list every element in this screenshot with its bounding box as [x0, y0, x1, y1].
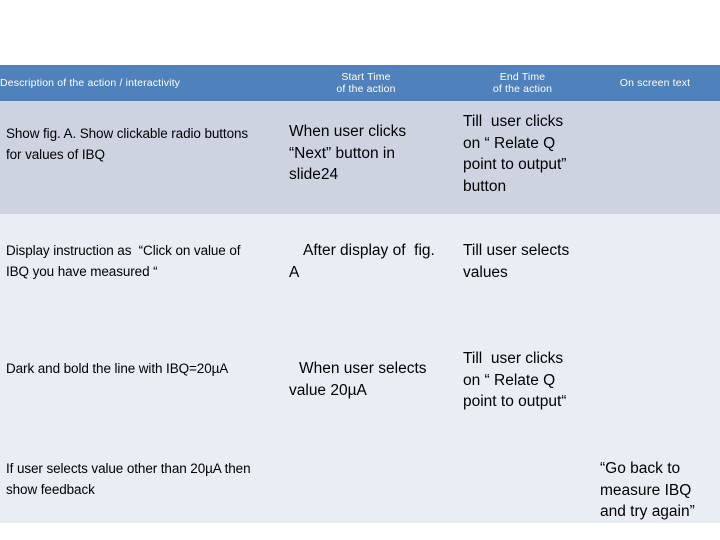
cell-description: Show fig. A. Show clickable radio button…: [0, 101, 277, 214]
cell-end-time: Till user selects values: [455, 214, 590, 332]
cell-description: Dark and bold the line with IBQ=20µA: [0, 332, 277, 436]
column-header-on-screen-text: On screen text: [590, 65, 720, 101]
storyboard-table-wrapper: Description of the action / interactivit…: [0, 65, 720, 523]
cell-end-time-text: Till user selects values: [463, 242, 574, 281]
cell-end-time-text: Till user clicks on “ Relate Q point to …: [463, 350, 568, 410]
cell-description-text: Show fig. A. Show clickable radio button…: [6, 126, 252, 162]
cell-on-screen-text: [590, 101, 720, 214]
table-header-row: Description of the action / interactivit…: [0, 65, 720, 101]
cell-start-time: When user selects value 20µA: [277, 332, 455, 436]
column-header-description: Description of the action / interactivit…: [0, 65, 277, 101]
cell-start-time: After display of fig. A: [277, 214, 455, 332]
table-row: Show fig. A. Show clickable radio button…: [0, 101, 720, 214]
column-header-start-time-line1: Start Time: [341, 70, 391, 83]
cell-on-screen-text: [590, 214, 720, 332]
column-header-start-time-line2: of the action: [336, 83, 396, 95]
cell-on-screen-text: “Go back to measure IBQ and try again”: [590, 436, 720, 523]
cell-description-text: Display instruction as “Click on value o…: [6, 243, 245, 279]
table-row: Dark and bold the line with IBQ=20µA Whe…: [0, 332, 720, 436]
storyboard-table: Description of the action / interactivit…: [0, 65, 720, 523]
column-header-end-time-line1: End Time: [499, 70, 546, 83]
cell-end-time-text: Till user clicks on “ Relate Q point to …: [463, 113, 571, 195]
cell-description: If user selects value other than 20µA th…: [0, 436, 277, 523]
column-header-on-screen-text-line1: On screen text: [619, 76, 691, 89]
column-header-end-time: End Time of the action: [455, 65, 590, 101]
table-row: If user selects value other than 20µA th…: [0, 436, 720, 523]
cell-on-screen-text: [590, 332, 720, 436]
table-header: Description of the action / interactivit…: [0, 65, 720, 101]
cell-start-time-text: When user selects value 20µA: [289, 360, 431, 399]
cell-start-time-text: When user clicks “Next” button in slide2…: [289, 123, 411, 183]
cell-start-time-text: After display of fig. A: [289, 242, 439, 281]
cell-end-time: Till user clicks on “ Relate Q point to …: [455, 332, 590, 436]
cell-end-time: Till user clicks on “ Relate Q point to …: [455, 101, 590, 214]
cell-start-time: [277, 436, 455, 523]
column-header-start-time: Start Time of the action: [277, 65, 455, 101]
column-header-description-line1: Description of the action / interactivit…: [0, 76, 181, 89]
table-body: Show fig. A. Show clickable radio button…: [0, 101, 720, 523]
cell-end-time: [455, 436, 590, 523]
cell-description-text: Dark and bold the line with IBQ=20µA: [6, 361, 229, 376]
table-row: Display instruction as “Click on value o…: [0, 214, 720, 332]
cell-start-time: When user clicks “Next” button in slide2…: [277, 101, 455, 214]
cell-on-screen-text-text: “Go back to measure IBQ and try again”: [600, 460, 696, 520]
cell-description-text: If user selects value other than 20µA th…: [6, 461, 255, 497]
column-header-end-time-line2: of the action: [492, 83, 553, 95]
cell-description: Display instruction as “Click on value o…: [0, 214, 277, 332]
